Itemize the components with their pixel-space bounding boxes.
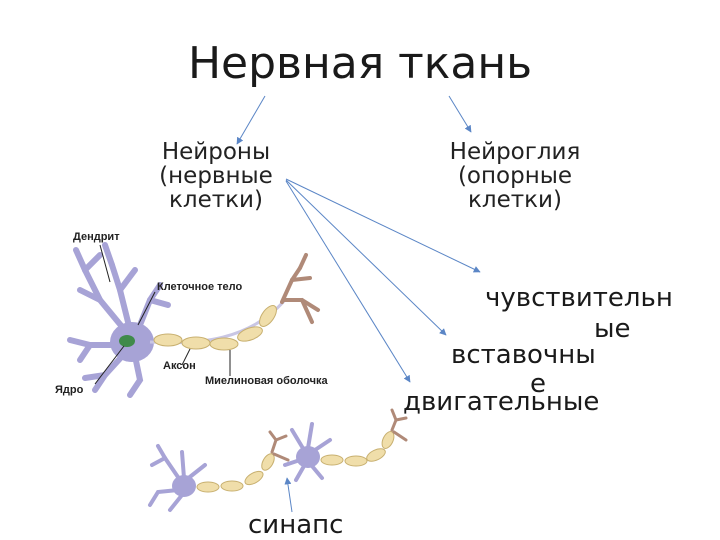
label-axon: Аксон xyxy=(163,360,196,372)
arrow-to-neurons xyxy=(236,95,266,145)
neuroglia-line-1: Нейроглия xyxy=(449,139,581,165)
arrow-to-neuroglia xyxy=(448,95,472,133)
type-inter-line-2: е xyxy=(530,369,546,399)
arrow-to-inter xyxy=(285,179,447,336)
arrow-to-motor xyxy=(285,180,411,383)
neuroglia-branch: Нейроглия (опорные клетки) xyxy=(440,140,590,212)
neurons-line-1: Нейроны xyxy=(161,139,271,165)
arrow-to-sensory xyxy=(285,178,481,273)
large-neuron-dendrites xyxy=(67,242,171,398)
type-sensory-line-1: чувствительн xyxy=(485,283,673,313)
neurons-branch: Нейроны (нервные клетки) xyxy=(148,140,284,212)
label-dendrite: Дендрит xyxy=(73,231,120,243)
type-sensory-line-2: ые xyxy=(594,314,631,344)
type-motor: двигательные xyxy=(403,387,600,417)
neurons-line-3: клетки) xyxy=(169,187,263,213)
large-neuron-terminal xyxy=(280,253,320,324)
type-inter-line-1: вставочны xyxy=(451,340,596,370)
small-neuron-1-dendrites xyxy=(148,444,207,512)
label-cell-body: Клеточное тело xyxy=(157,281,243,293)
synapse-label: синапс xyxy=(248,510,344,540)
neuroglia-line-3: клетки) xyxy=(468,187,562,213)
neuroglia-line-2: (опорные xyxy=(457,163,573,189)
large-neuron-nucleus xyxy=(119,335,135,347)
neurons-line-2: (нервные xyxy=(159,163,273,189)
page-title: Нервная ткань xyxy=(187,38,533,89)
arrow-to-synapse xyxy=(284,477,293,513)
label-nucleus: Ядро xyxy=(55,384,84,396)
large-neuron-myelin xyxy=(153,305,277,351)
label-myelin: Миелиновая оболочка xyxy=(205,375,328,387)
